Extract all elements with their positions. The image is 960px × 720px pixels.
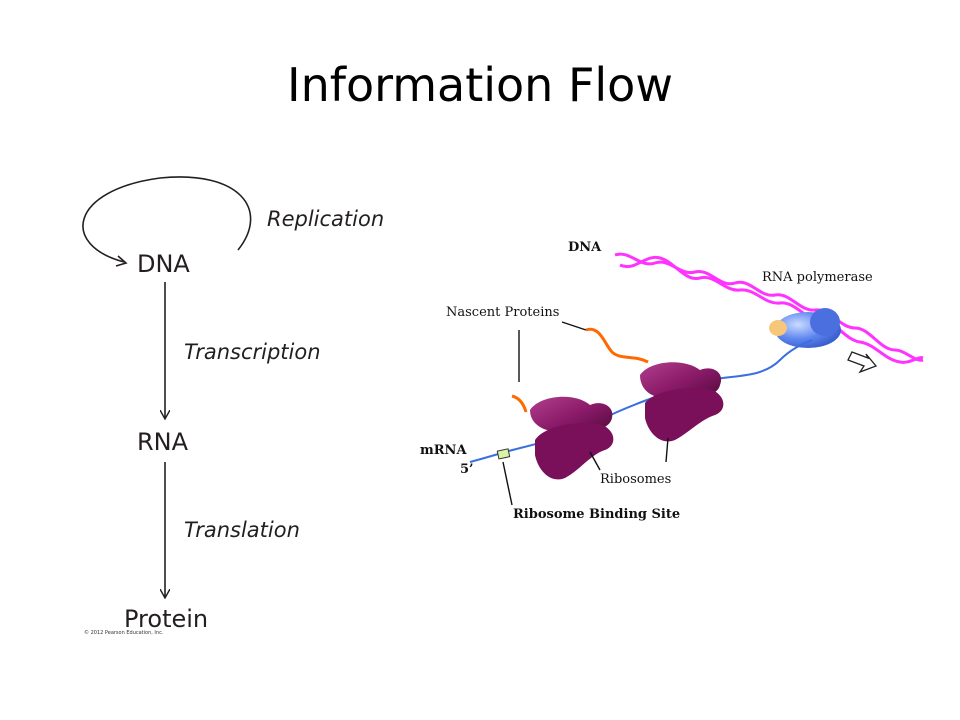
protein-label: Protein [124, 605, 209, 633]
copyright-text: © 2012 Pearson Education, Inc. [84, 630, 164, 636]
nascent-proteins-leader-1 [561, 321, 587, 331]
slide-title: Information Flow [287, 58, 673, 112]
transcription-label: Transcription [184, 340, 321, 364]
binding-site-leader [502, 461, 513, 506]
ribosome-binding-site-label: Ribosome Binding Site [513, 507, 681, 522]
replication-loop-arrow [82, 176, 252, 263]
rna-polymerase-label: RNA polymerase [762, 270, 873, 285]
rna-polymerase-lobe [810, 308, 840, 336]
diagram-dna-label: DNA [568, 240, 602, 255]
mrna-label: mRNA [420, 443, 467, 458]
ribosomes-leader-2 [665, 437, 669, 463]
ribosome-1 [530, 396, 614, 480]
polymerase-sigma-factor [769, 320, 787, 336]
transcription-direction-arrow [847, 351, 878, 374]
nascent-proteins-label: Nascent Proteins [446, 305, 560, 320]
ribosome-2 [640, 362, 724, 442]
ribosome-binding-site-marker [496, 448, 511, 460]
translation-label: Translation [184, 518, 300, 542]
ribosomes-leader-1 [589, 451, 601, 471]
nascent-protein-2 [585, 327, 649, 364]
nascent-protein-1 [511, 394, 528, 413]
ribosomes-label: Ribosomes [600, 472, 672, 487]
rna-label: RNA [137, 428, 189, 456]
replication-loop-arrowhead [115, 255, 128, 267]
dna-strand-b [619, 255, 924, 364]
dna-label: DNA [137, 250, 190, 278]
dna-strand-a [614, 252, 924, 362]
replication-label: Replication [267, 207, 385, 231]
five-prime-label: 5’ [460, 462, 474, 477]
